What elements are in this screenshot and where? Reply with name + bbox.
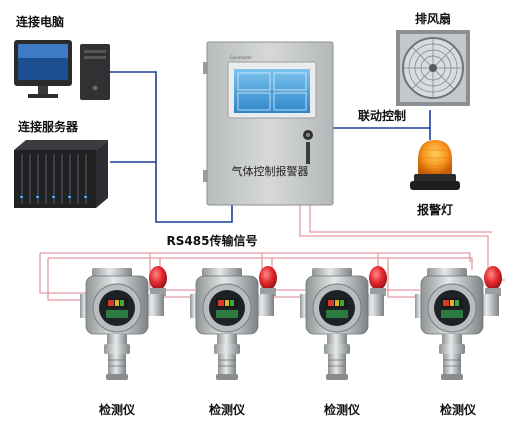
- linkage-control-label: 联动控制: [358, 108, 406, 123]
- detector-label-4: 检测仪: [440, 402, 477, 417]
- gas-detector-1: [80, 266, 167, 380]
- server-label: 连接服务器: [18, 119, 79, 134]
- fan-label: 排风扇: [415, 11, 451, 26]
- linkage-control-line: [330, 110, 431, 140]
- computer-label: 连接电脑: [16, 14, 64, 29]
- gas-detector-3: [299, 265, 388, 381]
- detector-label-3: 检测仪: [324, 402, 361, 417]
- exhaust-fan-icon: [396, 30, 470, 106]
- panel-brand: Gasmaster: [230, 55, 252, 60]
- controller-screen: [234, 69, 310, 113]
- detector-label-1: 检测仪: [99, 402, 136, 417]
- gas-controller-cabinet: Gasmaster 气体控制报警器: [203, 41, 334, 206]
- gas-detector-4: [414, 265, 503, 381]
- computer-icon: [14, 40, 110, 100]
- detector-label-2: 检测仪: [209, 402, 246, 417]
- gas-detector-2: [189, 265, 278, 381]
- alarm-light-label: 报警灯: [417, 202, 453, 217]
- alarm-light-icon: [410, 140, 460, 190]
- server-icon: [14, 140, 108, 208]
- panel-title: 气体控制报警器: [232, 164, 309, 178]
- computer-link-line: [110, 71, 233, 223]
- rs485-label: RS485传输信号: [167, 233, 258, 248]
